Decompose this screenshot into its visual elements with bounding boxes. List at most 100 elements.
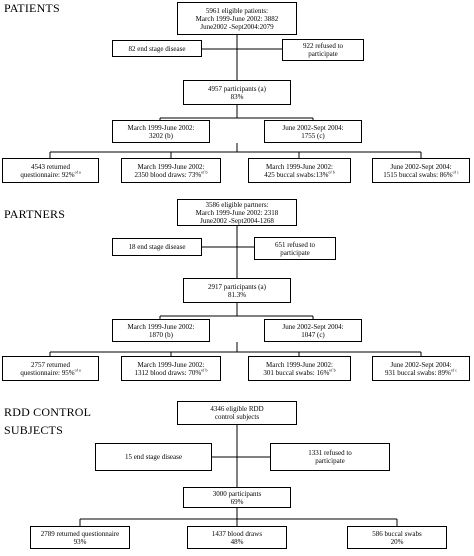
patients-outcome-questionnaire-box: 4543 returned questionnaire: 92%of a xyxy=(2,158,99,183)
patients-excluded-refused-box: 922 refused to participate xyxy=(282,39,364,61)
superscript: of c xyxy=(452,169,459,175)
partners-excluded-refused-box: 651 refused to participate xyxy=(254,237,336,260)
box-line: participate xyxy=(315,457,345,465)
patients-participants-box: 4957 participants (a) 83% xyxy=(183,80,291,105)
box-line: 425 buccal swabs:13%of b xyxy=(264,169,335,179)
box-line: June2002 -Sept2004:2079 xyxy=(200,22,274,31)
box-line: 83% xyxy=(230,92,244,101)
patients-excluded-disease-box: 82 end stage disease xyxy=(112,40,202,57)
patients-outcome-blood-box: March 1999-June 2002: 2350 blood draws: … xyxy=(121,158,221,183)
box-line: March 1999-June 2002: xyxy=(266,360,333,369)
box-line: 81.3% xyxy=(227,290,247,299)
rdd-eligible-box: 4346 eligible RDD control subjects xyxy=(177,401,297,425)
box-line: 93% xyxy=(73,537,87,546)
box-line: 1437 blood draws xyxy=(211,529,263,538)
box-text: questionnaire: 95% xyxy=(20,368,75,377)
box-line: participate xyxy=(308,50,338,58)
superscript: of b xyxy=(329,367,336,373)
rdd-outcome-blood-box: 1437 blood draws 48% xyxy=(187,526,287,549)
box-line: 1312 blood draws: 70%of b xyxy=(134,367,208,377)
box-line: March 1999-June 2002: xyxy=(127,123,195,132)
superscript: of c xyxy=(450,367,457,373)
box-line: June2002 -Sept2004-1268 xyxy=(200,216,274,225)
rdd-excluded-disease-box: 15 end stage disease xyxy=(95,443,212,471)
box-line: 20% xyxy=(390,537,404,546)
partners-eligible-box: 3586 eligible partners: March 1999-June … xyxy=(177,199,297,226)
box-line: June 2002-Sept 2004: xyxy=(390,360,452,369)
box-line: questionnaire: 92%of a xyxy=(20,169,81,179)
box-line: March 1999-June 2002: 2318 xyxy=(195,208,279,217)
box-line: 18 end stage disease xyxy=(128,243,186,251)
box-line: 1755 (c) xyxy=(301,131,325,140)
box-line: 2917 participants (a) xyxy=(208,282,266,291)
superscript: of b xyxy=(328,169,335,175)
partners-outcome-buccal-early-box: March 1999-June 2002: 301 buccal swabs: … xyxy=(248,356,351,381)
patients-split-early-box: March 1999-June 2002: 3202 (b) xyxy=(112,120,210,143)
box-line: 5961 eligible patients: xyxy=(205,6,269,15)
box-line: June 2002-Sept 2004: xyxy=(390,162,452,171)
box-line: questionnaire: 95%of a xyxy=(20,367,81,377)
box-line: 1870 (b) xyxy=(149,330,173,339)
box-line: 48% xyxy=(230,537,244,546)
rdd-participants-box: 3000 participants 69% xyxy=(183,487,291,508)
partners-split-early-box: March 1999-June 2002: 1870 (b) xyxy=(112,319,210,342)
box-line: 15 end stage disease xyxy=(125,453,182,461)
box-line: June 2002-Sept 2004: xyxy=(282,322,344,331)
partners-excluded-disease-box: 18 end stage disease xyxy=(112,238,202,256)
box-line: 301 buccal swabs: 16%of b xyxy=(263,367,336,377)
box-line: 69% xyxy=(230,497,244,506)
superscript: of a xyxy=(74,367,81,373)
rdd-outcome-questionnaire-box: 2789 returned questionnaire 93% xyxy=(30,526,130,549)
box-text: 425 buccal swabs:13% xyxy=(264,170,329,179)
box-line: 2350 blood draws: 73%of b xyxy=(134,169,208,179)
box-line: March 1999-June 2002: xyxy=(127,322,195,331)
box-line: 651 refused to xyxy=(274,240,316,249)
box-text: 931 buccal swabs: 89% xyxy=(384,368,451,377)
rdd-excluded-refused-box: 1331 refused to participate xyxy=(270,443,390,471)
box-text: 2350 blood draws: 73% xyxy=(134,170,202,179)
box-line: 922 refused to xyxy=(302,42,344,50)
box-text: 1515 buccal swabs: 86% xyxy=(383,170,453,179)
partners-participants-box: 2917 participants (a) 81.3% xyxy=(183,278,291,303)
box-line: 931 buccal swabs: 89%of c xyxy=(384,367,457,377)
superscript: of b xyxy=(201,367,208,373)
rdd-outcome-buccal-box: 586 buccal swabs 20% xyxy=(347,526,447,549)
box-line: 2789 returned questionnaire xyxy=(40,529,120,538)
box-text: questionnaire: 92% xyxy=(20,170,75,179)
box-line: 3202 (b) xyxy=(149,131,173,140)
rdd-heading-line-2: SUBJECTS xyxy=(4,423,63,437)
box-text: 301 buccal swabs: 16% xyxy=(263,368,330,377)
box-line: June 2002-Sept 2004: xyxy=(282,123,344,132)
box-line: 1331 refused to xyxy=(308,449,352,457)
partners-outcome-blood-box: March 1999-June 2002: 1312 blood draws: … xyxy=(121,356,221,381)
patients-eligible-box: 5961 eligible patients: March 1999-June … xyxy=(177,2,297,35)
superscript: of a xyxy=(74,169,81,175)
box-line: 3586 eligible partners: xyxy=(205,200,269,209)
box-line: 82 end stage disease xyxy=(128,44,186,53)
box-line: 2757 returned xyxy=(30,360,71,369)
box-line: March 1999-June 2002: 3882 xyxy=(195,14,279,23)
partners-split-late-box: June 2002-Sept 2004: 1047 (c) xyxy=(264,319,362,342)
partners-outcome-buccal-late-box: June 2002-Sept 2004: 931 buccal swabs: 8… xyxy=(372,356,470,381)
box-line: 4346 eligible RDD xyxy=(210,405,264,413)
box-line: participate xyxy=(280,248,310,257)
partners-outcome-questionnaire-box: 2757 returned questionnaire: 95%of a xyxy=(2,356,99,381)
box-line: 1047 (c) xyxy=(301,330,325,339)
patients-outcome-buccal-late-box: June 2002-Sept 2004: 1515 buccal swabs: … xyxy=(372,158,470,183)
box-line: March 1999-June 2002: xyxy=(266,162,333,171)
patients-heading: PATIENTS xyxy=(4,1,60,15)
box-line: March 1999-June 2002: xyxy=(137,360,205,369)
patients-split-late-box: June 2002-Sept 2004: 1755 (c) xyxy=(264,120,362,143)
patients-outcome-buccal-early-box: March 1999-June 2002: 425 buccal swabs:1… xyxy=(248,158,351,183)
box-text: 1312 blood draws: 70% xyxy=(134,368,202,377)
box-line: 1515 buccal swabs: 86%of c xyxy=(383,169,459,179)
box-line: 4543 returned xyxy=(30,162,71,171)
partners-heading: PARTNERS xyxy=(4,207,66,221)
box-line: 3000 participants xyxy=(212,489,262,498)
box-line: 586 buccal swabs xyxy=(372,529,422,538)
box-line: 4957 participants (a) xyxy=(208,84,266,93)
box-line: March 1999-June 2002: xyxy=(137,162,205,171)
box-line: control subjects xyxy=(214,413,260,421)
superscript: of b xyxy=(201,169,208,175)
